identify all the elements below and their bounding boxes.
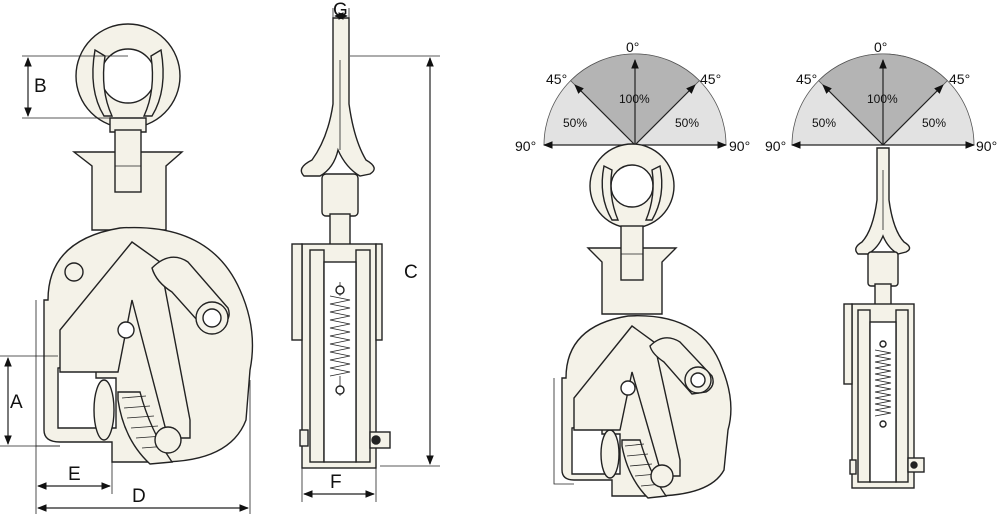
gauge-1-100pct: 100% — [619, 92, 650, 106]
angle-gauge-1: 0° 45° 45° 90° 90° 100% 50% 50% — [515, 39, 750, 154]
dim-label-f: F — [330, 472, 342, 493]
gauge-1-0deg: 0° — [626, 39, 639, 55]
gauge-2-45deg-right: 45° — [949, 71, 970, 87]
cam-lever — [59, 241, 191, 439]
front-view-clamp — [35, 23, 254, 465]
front-view-clamp-2 — [553, 143, 732, 499]
side-shackle — [300, 17, 375, 177]
gauge-2-0deg: 0° — [874, 39, 887, 55]
gauge-1-45deg-left: 45° — [546, 71, 567, 87]
side-view-dimensions: G C F — [301, 0, 440, 502]
gauge-2-100pct: 100% — [867, 92, 898, 106]
gauge-2-90deg-left: 90° — [765, 138, 786, 154]
gauge-2-50pct-right: 50% — [922, 116, 946, 130]
gauge-1-50pct-right: 50% — [675, 116, 699, 130]
dim-label-c: C — [404, 262, 418, 283]
gauge-2-45deg-left: 45° — [796, 71, 817, 87]
pad — [93, 379, 115, 441]
angle-gauge-2: 0° 45° 45° 90° 90° 100% 50% 50% — [765, 39, 997, 154]
side-view-clamp — [291, 17, 391, 469]
gauge-2-90deg-right: 90° — [976, 138, 997, 154]
dim-label-g: G — [333, 0, 348, 21]
dim-label-d: D — [132, 486, 146, 507]
side-view-clamp-2 — [843, 147, 925, 489]
dim-label-b: B — [34, 76, 47, 97]
lifting-eye — [75, 23, 181, 133]
gauge-1-50pct-left: 50% — [563, 116, 587, 130]
dim-label-a: A — [10, 392, 23, 413]
gauge-1-90deg-left: 90° — [515, 138, 536, 154]
front-view-dimensions: B A E D — [0, 55, 251, 514]
gauge-1-90deg-right: 90° — [729, 138, 750, 154]
dim-label-e: E — [68, 464, 81, 485]
gauge-1-45deg-right: 45° — [700, 71, 721, 87]
gauge-2-50pct-left: 50% — [812, 116, 836, 130]
